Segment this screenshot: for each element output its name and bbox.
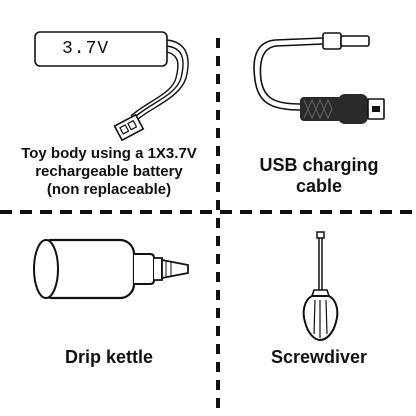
usb-caption-line: USB charging: [259, 155, 379, 175]
battery-icon: [34, 31, 189, 142]
battery-caption: Toy body using a 1X3.7V rechargeable bat…: [0, 145, 218, 199]
screwdriver-icon: [302, 231, 339, 342]
battery-voltage-label: 3.7V: [62, 39, 110, 59]
usb-caption-line: cable: [295, 176, 343, 196]
usb-cable-icon: [253, 32, 385, 124]
kettle-caption: Drip kettle: [64, 347, 154, 367]
usb-caption: USB charging cable: [222, 155, 416, 197]
screwdriver-caption: Screwdiver: [270, 347, 368, 367]
battery-caption-line: (non replaceable): [46, 181, 172, 198]
battery-caption-line: Toy body using a 1X3.7V: [21, 145, 197, 162]
battery-caption-line: rechargeable battery: [35, 163, 183, 180]
drip-kettle-icon: [33, 238, 189, 300]
